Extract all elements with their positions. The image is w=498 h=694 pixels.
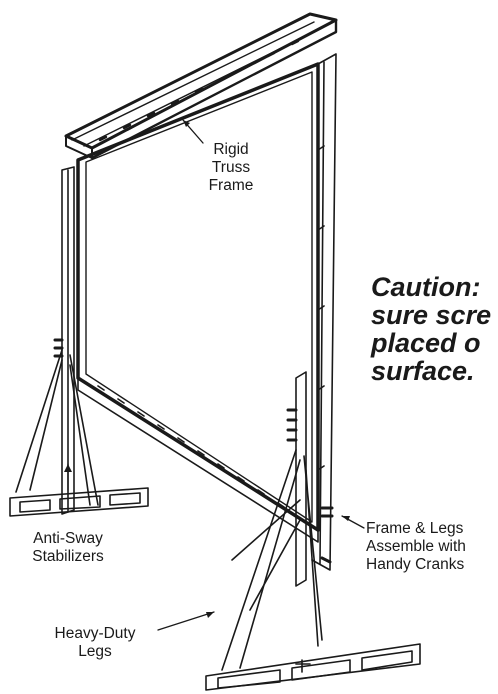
frame-legs-label: Frame & Legs Assemble with Handy Cranks xyxy=(366,520,466,573)
anti-sway-stabilizers-label: Anti-Sway Stabilizers xyxy=(32,530,104,565)
rigid-truss-frame xyxy=(64,12,338,160)
anti-sway-stabilizer xyxy=(9,166,149,517)
heavy-duty-legs xyxy=(205,371,421,691)
right-frame-upright xyxy=(311,53,337,571)
heavy-duty-legs-label: Heavy-Duty Legs xyxy=(54,625,136,660)
leader-arrowheads xyxy=(64,120,350,618)
caution-note: Caution: sure scre placed o surface. xyxy=(371,272,492,386)
lower-frame-bar xyxy=(77,377,319,543)
rigid-truss-frame-label: Rigid Truss Frame xyxy=(208,141,254,194)
